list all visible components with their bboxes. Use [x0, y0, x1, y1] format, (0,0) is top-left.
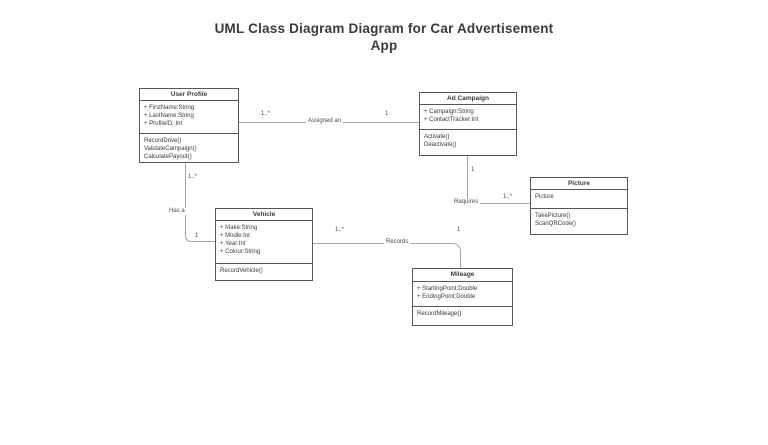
attribute: + FirstName:String — [144, 105, 195, 111]
connector-records — [312, 243, 461, 268]
attribute: + Year:Int — [220, 241, 246, 247]
method: Activate() — [424, 134, 450, 140]
edge-label-records: Records — [384, 239, 411, 246]
class-vehicle[interactable]: Vehicle + Make:String + Modle:Int + Year… — [215, 208, 313, 281]
class-ad-campaign-title: Ad Campaign — [420, 93, 516, 105]
class-picture-title: Picture — [531, 178, 627, 190]
class-mileage-title: Mileage — [413, 269, 512, 282]
attribute: + Make:String — [220, 225, 258, 231]
multiplicity-vehicle-has-a: 1 — [195, 233, 199, 239]
class-ad-campaign[interactable]: Ad Campaign + Campaign:String + ContactT… — [419, 92, 517, 156]
attribute: + StartingPoint:Double — [417, 286, 478, 292]
method: TakePicture() — [535, 213, 571, 219]
attribute: + Modle:Int — [220, 233, 250, 239]
class-mileage-methods: RecordMileage() — [413, 306, 512, 325]
class-picture[interactable]: Picture Picture TakePicture() ScanQRCode… — [530, 177, 628, 235]
class-vehicle-title: Vehicle — [216, 209, 312, 221]
class-vehicle-attributes: + Make:String + Modle:Int + Year:Int + C… — [216, 221, 312, 263]
attribute: + Campaign:String — [424, 109, 474, 115]
method: RecordDrive() — [144, 138, 182, 144]
connector-requires — [467, 156, 530, 204]
multiplicity-ad-campaign-assigned: 1 — [385, 111, 389, 117]
class-mileage-attributes: + StartingPoint:Double + EndingPoint:Dou… — [413, 282, 512, 306]
multiplicity-picture-requires: 1..* — [503, 194, 513, 200]
diagram-title-line2: App — [370, 38, 398, 53]
diagram-title-line1: UML Class Diagram Diagram for Car Advert… — [214, 21, 554, 36]
attribute: + ProfileID: Int — [144, 121, 183, 127]
multiplicity-mileage-records: 1 — [457, 227, 461, 233]
class-user-profile[interactable]: User Profile + FirstName:String + LastNa… — [139, 88, 239, 163]
multiplicity-vehicle-records: 1..* — [335, 227, 345, 233]
attribute: + LastName:String — [144, 113, 194, 119]
connector-has-a — [185, 163, 215, 242]
attribute: + EndingPoint:Double — [417, 294, 476, 300]
class-ad-campaign-methods: Activate() Deactivate() — [420, 129, 516, 155]
class-picture-methods: TakePicture() ScanQRCode() — [531, 208, 627, 234]
attribute: Picture — [535, 194, 554, 200]
class-picture-attributes: Picture — [531, 190, 627, 208]
attribute: + Colour:String — [220, 249, 261, 255]
method: Deactivate() — [424, 142, 457, 148]
class-user-profile-title: User Profile — [140, 89, 238, 101]
method: CalculatePayout() — [144, 154, 192, 160]
class-user-profile-attributes: + FirstName:String + LastName:String + P… — [140, 101, 238, 133]
method: ScanQRCode() — [535, 221, 577, 227]
method: RecordVehicle() — [220, 268, 263, 274]
multiplicity-ad-campaign-requires: 1 — [471, 167, 475, 173]
edge-label-has-a: Has a — [168, 208, 186, 215]
class-vehicle-methods: RecordVehicle() — [216, 263, 312, 280]
edge-label-assigned-an: Assigned an — [306, 118, 344, 125]
multiplicity-user-profile-has-a: 1..* — [188, 174, 198, 180]
class-mileage[interactable]: Mileage + StartingPoint:Double + EndingP… — [412, 268, 513, 326]
class-user-profile-methods: RecordDrive() ValidateCampaign() Calcula… — [140, 133, 238, 162]
method: ValidateCampaign() — [144, 146, 197, 152]
method: RecordMileage() — [417, 311, 462, 317]
edge-label-requires: Requires — [452, 199, 481, 206]
diagram-title: UML Class Diagram Diagram for Car Advert… — [0, 20, 768, 54]
attribute: + ContactTracker:Int — [424, 117, 479, 123]
multiplicity-user-profile-assigned: 1..* — [261, 111, 271, 117]
class-ad-campaign-attributes: + Campaign:String + ContactTracker:Int — [420, 105, 516, 129]
